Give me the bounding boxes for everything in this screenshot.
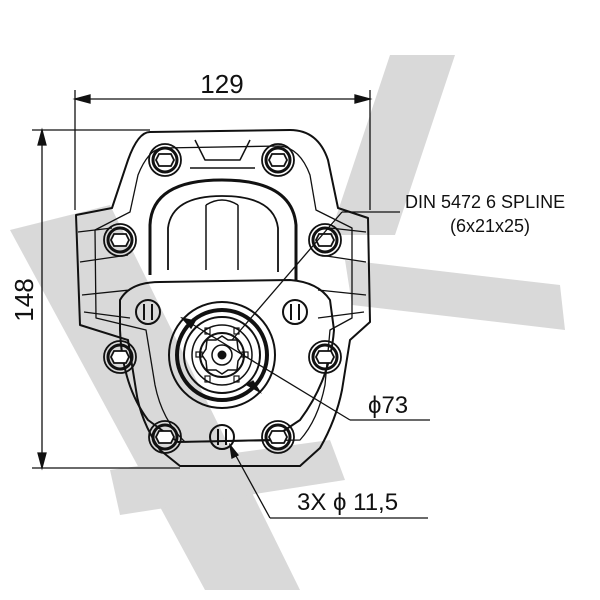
bolt-top-left xyxy=(148,143,182,177)
width-dimension-label: 129 xyxy=(200,69,243,99)
bore-leader-a xyxy=(181,317,351,421)
pilot-boss-ring xyxy=(175,308,269,402)
height-dimension-label: 148 xyxy=(9,278,39,321)
hole-right xyxy=(282,299,308,325)
left-ribs xyxy=(77,227,131,319)
right-ribs xyxy=(317,227,367,319)
upper-arch-inner xyxy=(167,195,279,272)
hole-left xyxy=(135,299,161,325)
top-ridge xyxy=(190,139,255,169)
upper-arch xyxy=(148,178,298,280)
housing-outline xyxy=(75,129,371,467)
bolt-mid-right xyxy=(308,223,342,257)
spline-spec-line2: (6x21x25) xyxy=(450,216,530,236)
watermark-logo xyxy=(10,55,565,590)
bore-diameter-label: ϕ73 xyxy=(368,392,408,419)
spline-leader xyxy=(231,211,343,341)
hole-bottom xyxy=(209,424,235,450)
pilot-boss-inner xyxy=(183,316,261,394)
mounting-holes xyxy=(135,299,308,450)
holes-spec-label: 3X ϕ 11,5 xyxy=(297,489,398,516)
spline-spec-line1: DIN 5472 6 SPLINE xyxy=(405,192,565,212)
bolt-bottom-right xyxy=(261,420,295,454)
bolt-low-left xyxy=(103,340,137,374)
center-rib xyxy=(205,199,239,270)
pilot-boss-outer xyxy=(168,301,276,409)
pump-body xyxy=(75,129,371,467)
seal-ring xyxy=(191,324,253,386)
bolts xyxy=(103,143,342,454)
bolt-mid-left xyxy=(103,223,137,257)
bolt-bottom-left xyxy=(148,420,182,454)
spline-profile xyxy=(201,335,243,375)
shaft-bore xyxy=(211,344,233,366)
shaft-assembly xyxy=(168,301,276,409)
bolt-low-right xyxy=(308,340,342,374)
holes-leader xyxy=(229,444,271,519)
bolt-top-right xyxy=(261,143,295,177)
front-flange xyxy=(119,279,335,443)
dimension-lines xyxy=(32,90,430,519)
